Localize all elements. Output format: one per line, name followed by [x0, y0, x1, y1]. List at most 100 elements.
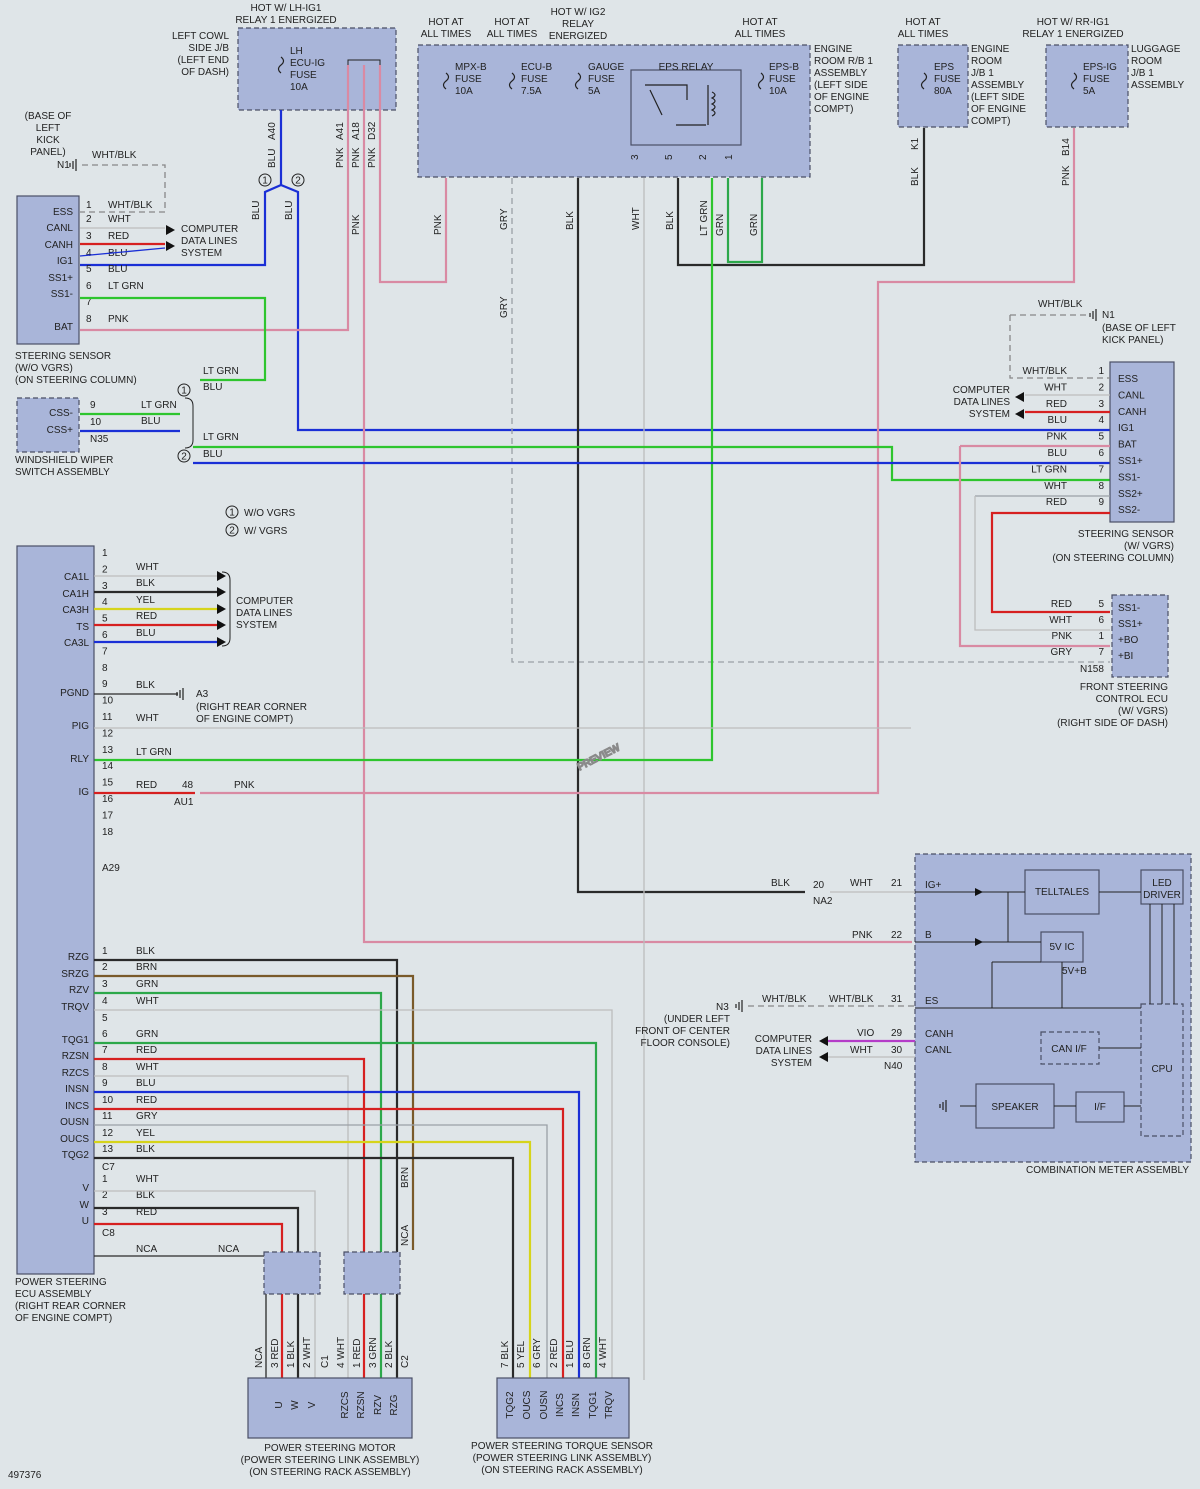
label: CSS+ — [47, 425, 74, 436]
label: ESS — [53, 207, 73, 218]
legend-circle-icon — [291, 173, 305, 187]
legend-circle-icon — [225, 505, 239, 519]
label: 10A — [290, 82, 308, 93]
label: (UNDER LEFT — [664, 1014, 730, 1025]
label: 1 — [1098, 366, 1104, 377]
label: COMPUTER — [236, 596, 293, 607]
label: ROOM R/B 1 — [814, 56, 873, 67]
label: DATA LINES — [181, 236, 238, 247]
label: 7 — [86, 297, 92, 308]
label: OF ENGINE — [971, 104, 1026, 115]
label: PNK — [1061, 165, 1072, 186]
label: HOT AT — [742, 17, 777, 28]
junction — [347, 59, 381, 65]
label: BLK — [136, 1144, 155, 1155]
label: 8 — [86, 314, 92, 325]
label: GRN — [136, 979, 158, 990]
wire-oucs — [94, 1140, 532, 1380]
label: IG1 — [1118, 423, 1135, 434]
watermark: PREVIEW — [576, 742, 623, 773]
label: POWER STEERING MOTOR — [264, 1443, 396, 1454]
label: 1 RED — [352, 1339, 363, 1368]
label: U — [274, 1401, 285, 1408]
label: DATA LINES — [954, 397, 1011, 408]
label: CANH — [1118, 407, 1146, 418]
label: EPS-IG — [1083, 62, 1117, 73]
label: WHT — [1044, 382, 1067, 393]
label: RED — [108, 231, 129, 242]
label: PNK — [1051, 631, 1072, 642]
label: 29 — [891, 1028, 903, 1039]
label: 13 — [102, 1144, 114, 1155]
label: HOT AT — [428, 17, 463, 28]
eps-relay — [630, 69, 742, 146]
label: OF DASH) — [181, 67, 229, 78]
label: 13 — [102, 745, 114, 756]
label: ROOM — [1131, 56, 1162, 67]
label: PNK — [351, 214, 362, 235]
engine-room-rb1 — [417, 44, 811, 178]
label: LEFT — [36, 123, 60, 134]
label: BLK — [910, 167, 921, 186]
label: TQG2 — [62, 1150, 90, 1161]
label: ENGINE — [971, 44, 1010, 55]
label: 4 — [1098, 415, 1104, 426]
label: 5V+B — [1062, 966, 1087, 977]
label: TS — [76, 622, 89, 633]
label: FLOOR CONSOLE) — [641, 1038, 730, 1049]
label: 8 — [102, 1062, 108, 1073]
wire-grn-relay1 — [726, 178, 764, 264]
label: OF ENGINE COMPT) — [15, 1313, 112, 1324]
label: RED — [1046, 399, 1067, 410]
wire-gry-ecu-b — [511, 178, 1110, 663]
label: CAN I/F — [1051, 1044, 1087, 1055]
label: ASSEMBLY — [1131, 80, 1184, 91]
label: BLK — [565, 211, 576, 230]
label: LEFT COWL — [172, 31, 229, 42]
label: LED — [1152, 878, 1171, 889]
label: RZV — [373, 1395, 384, 1415]
arrow-right-icon — [217, 587, 226, 597]
label: 5 — [1098, 599, 1104, 610]
wire-ousn — [94, 1124, 548, 1380]
label: BLK — [136, 680, 155, 691]
wire-a41 — [80, 65, 350, 332]
luggage-jb1 — [1045, 44, 1129, 128]
label: 5 — [102, 614, 108, 625]
label: WHT — [136, 562, 159, 573]
label: CONTROL ECU — [1096, 694, 1168, 705]
label: BLK — [136, 1190, 155, 1201]
label: RED — [136, 1095, 157, 1106]
label: 21 — [891, 878, 903, 889]
label: FRONT OF CENTER — [635, 1026, 730, 1037]
label: 9 — [1098, 497, 1104, 508]
label: CSS- — [49, 408, 73, 419]
5v-ic — [1040, 931, 1084, 963]
label: OUCS — [522, 1390, 533, 1419]
label: 6 — [102, 1029, 108, 1040]
label: 7 — [1098, 647, 1104, 658]
label: (LEFT END — [178, 55, 230, 66]
label: OUCS — [60, 1134, 89, 1145]
label: 2 WHT — [302, 1337, 313, 1368]
label: HOT AT — [905, 17, 940, 28]
label: (RIGHT REAR CORNER — [196, 702, 307, 713]
label: WHT — [850, 878, 873, 889]
label: FUSE — [769, 74, 796, 85]
wire-nca — [94, 1255, 267, 1380]
label: CANH — [45, 240, 73, 251]
shield-rz — [343, 1251, 401, 1295]
label: PNK — [367, 147, 378, 168]
diagram-id: 497376 — [8, 1470, 42, 1481]
label: SRZG — [61, 969, 89, 980]
label: BLU — [108, 248, 127, 259]
label: 7 — [102, 646, 108, 657]
label: GRY — [1051, 647, 1073, 658]
label: 3 — [102, 1207, 108, 1218]
label: ES — [925, 996, 939, 1007]
label: BLU — [267, 149, 278, 168]
label: 3 GRN — [368, 1337, 379, 1368]
label: W — [290, 1400, 301, 1410]
label: 7.5A — [521, 86, 542, 97]
label: 31 — [891, 994, 903, 1005]
